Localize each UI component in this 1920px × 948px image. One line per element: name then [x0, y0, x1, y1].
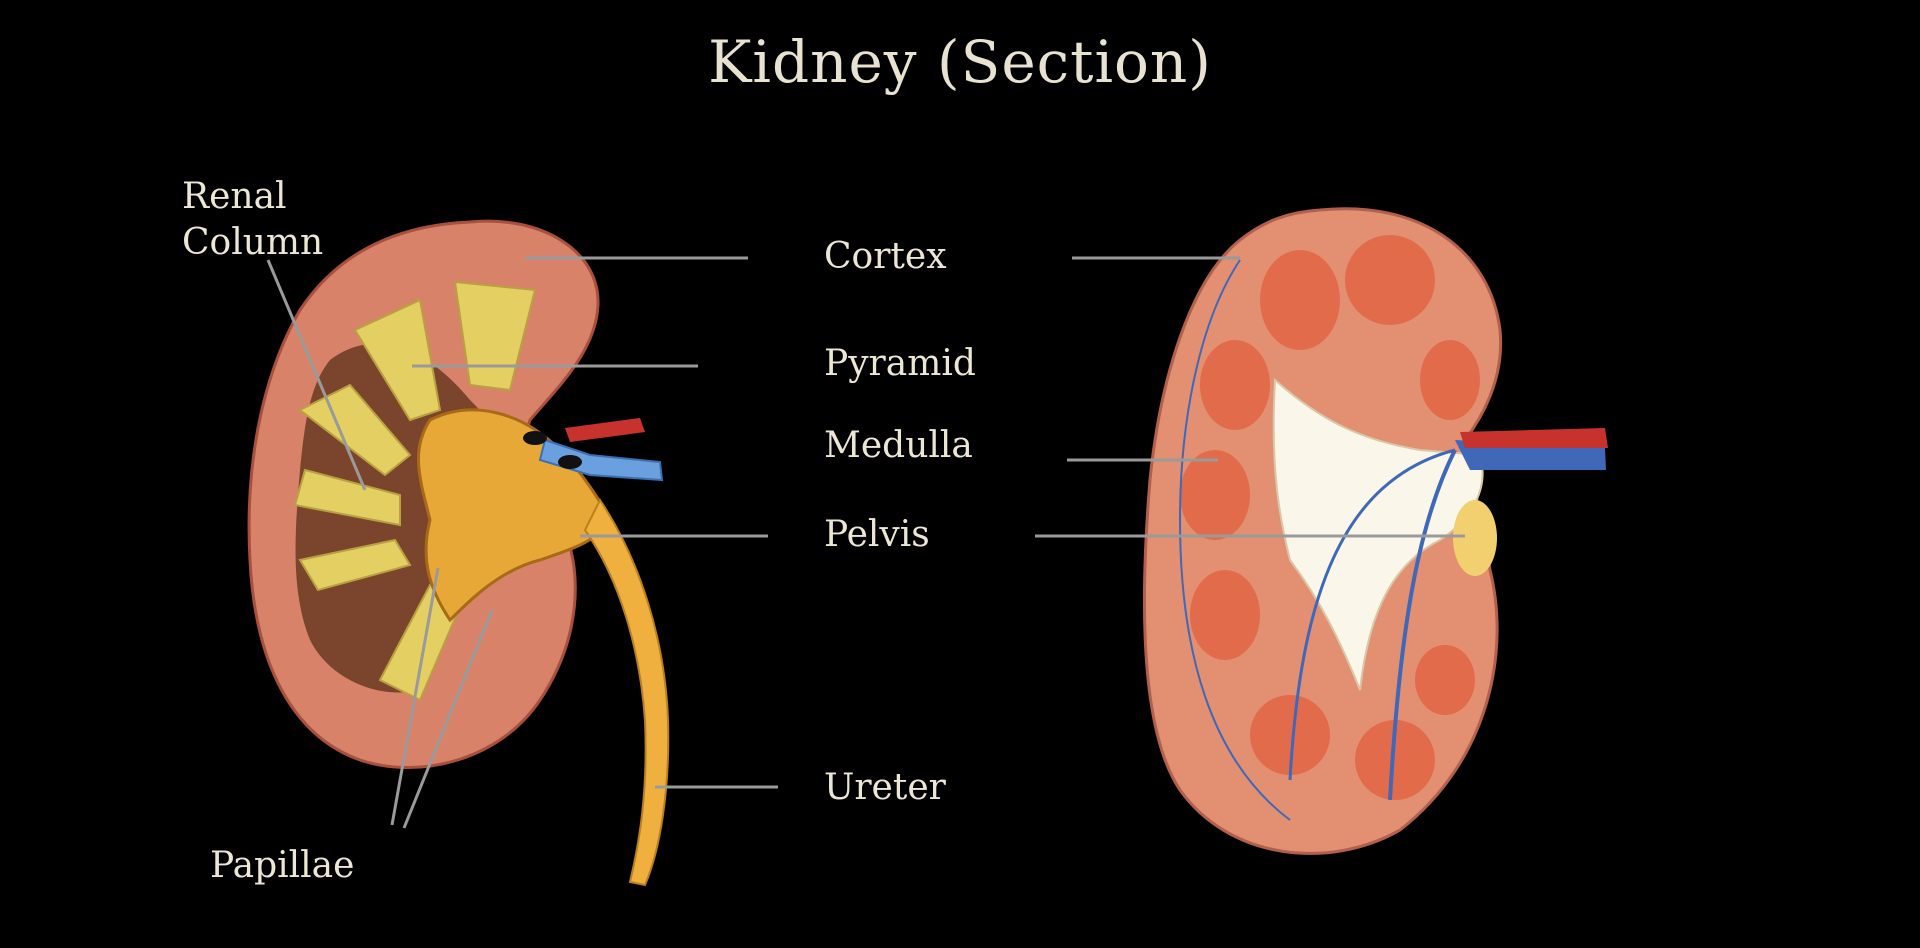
leader-line-papillae-2: [402, 609, 494, 829]
label-renal-column-line1: Renal: [182, 176, 287, 217]
label-renal-column-line2: Column: [182, 222, 324, 263]
leader-line-renal-column: [266, 259, 367, 491]
label-papillae: Papillae: [210, 845, 355, 886]
label-ureter: Ureter: [824, 767, 946, 808]
label-cortex: Cortex: [824, 236, 947, 277]
leader-lines: [266, 256, 1465, 829]
right-pyramids: [1180, 235, 1480, 800]
left-ureter: [583, 498, 670, 887]
leader-line-papillae-1: [390, 567, 440, 826]
left-renal-artery: [565, 418, 645, 442]
label-pyramid: Pyramid: [824, 343, 976, 384]
left-kidney: [247, 219, 670, 887]
right-kidney: [1142, 207, 1608, 855]
label-renal-column: Renal Column: [182, 174, 323, 266]
label-medulla: Medulla: [824, 425, 973, 466]
left-renal-vein: [538, 438, 664, 482]
right-renal-artery: [1460, 428, 1608, 448]
page-title: Kidney (Section): [708, 28, 1212, 96]
label-pelvis: Pelvis: [824, 514, 930, 555]
left-pyramids: [293, 280, 537, 702]
